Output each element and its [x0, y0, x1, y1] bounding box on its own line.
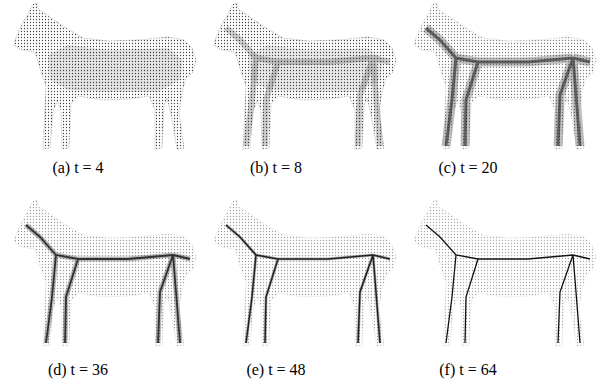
subfigure-caption: (e) t = 48 — [246, 360, 305, 379]
horse-frame-d — [14, 200, 196, 346]
subfigure-caption: (c) t = 20 — [438, 158, 497, 177]
horse-frame-e — [214, 200, 396, 346]
subfigure-caption: (f) t = 64 — [439, 360, 496, 379]
horse-frame-a — [14, 3, 196, 149]
horse-frame-c — [414, 3, 596, 149]
subfigure-caption: (b) t = 8 — [250, 158, 302, 177]
subfigure-caption: (a) t = 4 — [52, 158, 103, 177]
subfigure-caption: (d) t = 36 — [48, 360, 108, 379]
horse-frame-f — [414, 200, 596, 346]
horse-frame-b — [214, 3, 396, 149]
